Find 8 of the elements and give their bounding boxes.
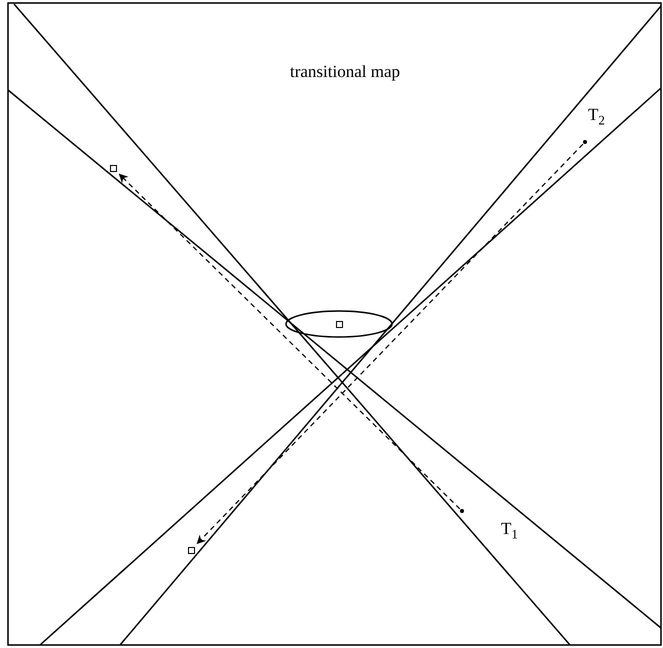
dashed-arrow	[118, 174, 460, 510]
diagram-label: transitional map	[290, 62, 400, 82]
square-marker	[110, 164, 116, 172]
square-marker	[336, 320, 342, 328]
square-marker	[188, 546, 194, 554]
point-label: T$_{1}$	[501, 520, 518, 540]
dashed-arrow	[196, 144, 584, 544]
point-label: T$_{2}$	[588, 106, 605, 126]
